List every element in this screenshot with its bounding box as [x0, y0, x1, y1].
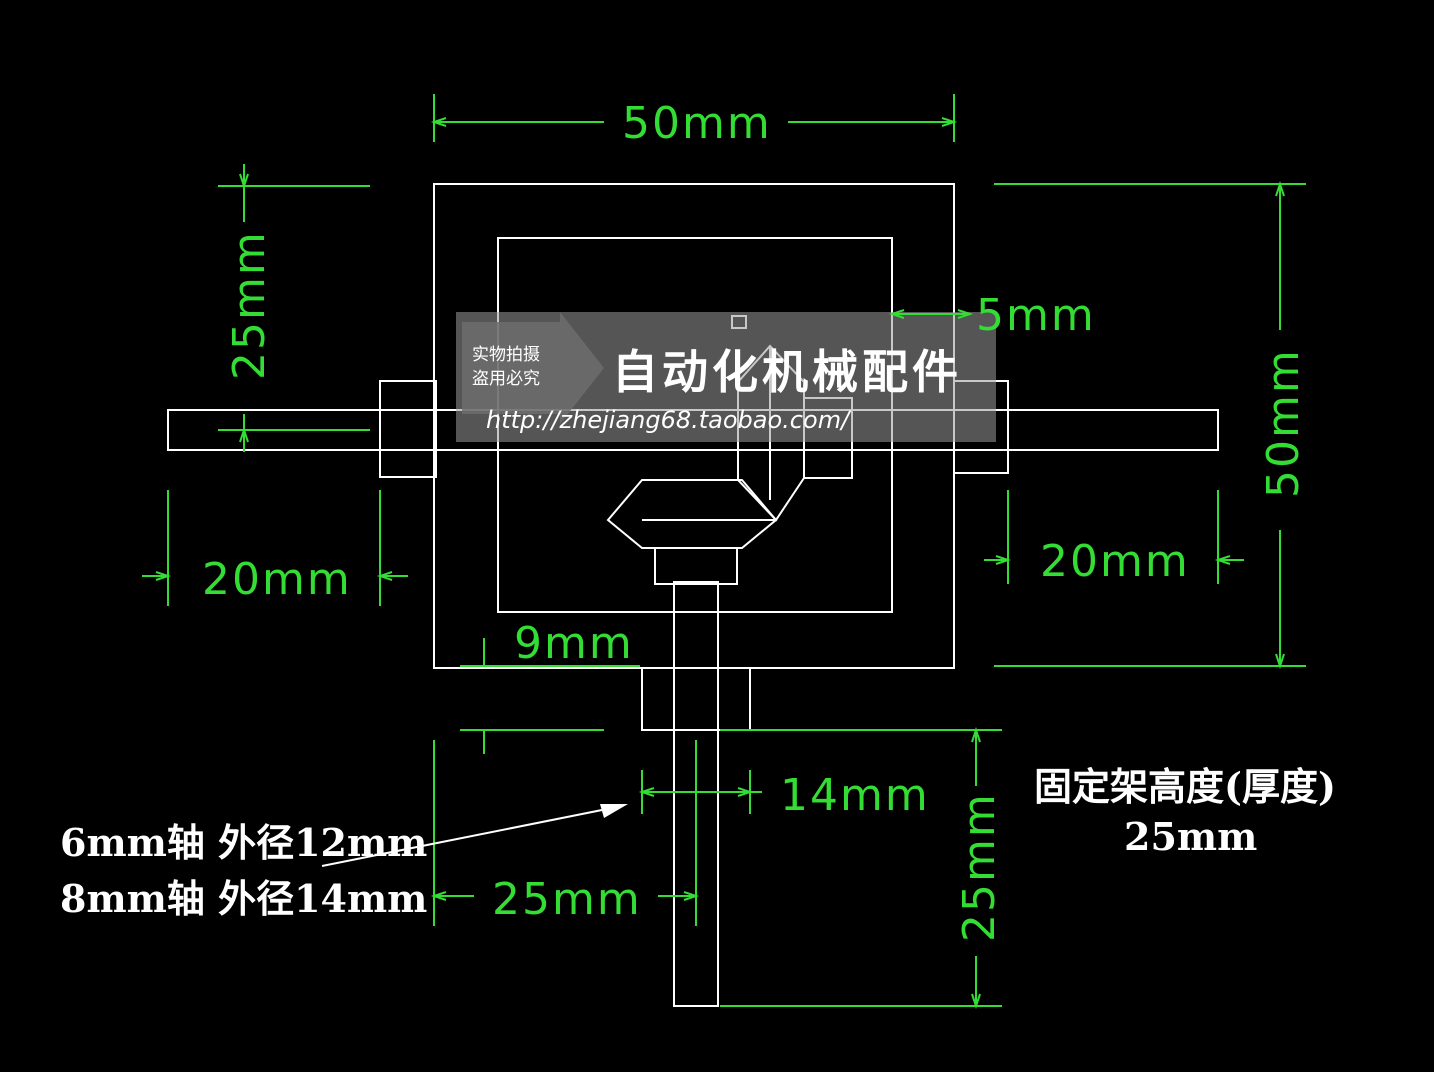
dim-top-width: 50mm [622, 98, 772, 149]
watermark-photo-line1: 实物拍摄 [472, 345, 540, 365]
part-outline [167, 183, 1219, 1007]
vertical-shaft [673, 581, 719, 1007]
dim-left-shaft: 20mm [202, 554, 352, 605]
watermark-shop-name: 自动化机械配件 [612, 345, 962, 399]
dim-bottom-width: 25mm [492, 874, 642, 925]
note-frame-height-value: 25mm [1124, 814, 1257, 859]
dimension-lines [142, 94, 1306, 1010]
shaft-note-leader [321, 804, 628, 867]
dim-offset: 9mm [514, 618, 634, 669]
left-bushing [379, 380, 437, 478]
bottom-bushing [641, 667, 751, 731]
dim-right-shaft: 20mm [1040, 536, 1190, 587]
bevel-gear-hub [654, 547, 738, 585]
dim-right-height: 50mm [1258, 348, 1309, 498]
watermark-photo-line2: 盗用必究 [472, 369, 540, 389]
dim-bottom-height: 25mm [954, 792, 1005, 942]
note-frame-height-label: 固定架高度(厚度) [1034, 764, 1336, 809]
dim-wall: 5mm [976, 290, 1096, 341]
note-shaft-8: 8mm轴 外径14mm [60, 876, 427, 921]
dim-left-height: 25mm [224, 230, 275, 380]
watermark-arrow [462, 312, 604, 424]
watermark-url: http://zhejiang68.taobao.com/ [486, 406, 852, 434]
note-shaft-6: 6mm轴 外径12mm [60, 820, 427, 865]
bevel-gear-bottom [606, 479, 778, 549]
watermark: 实物拍摄 盗用必究 自动化机械配件 http://zhejiang68.taob… [456, 312, 996, 442]
dim-bore: 14mm [780, 770, 930, 821]
